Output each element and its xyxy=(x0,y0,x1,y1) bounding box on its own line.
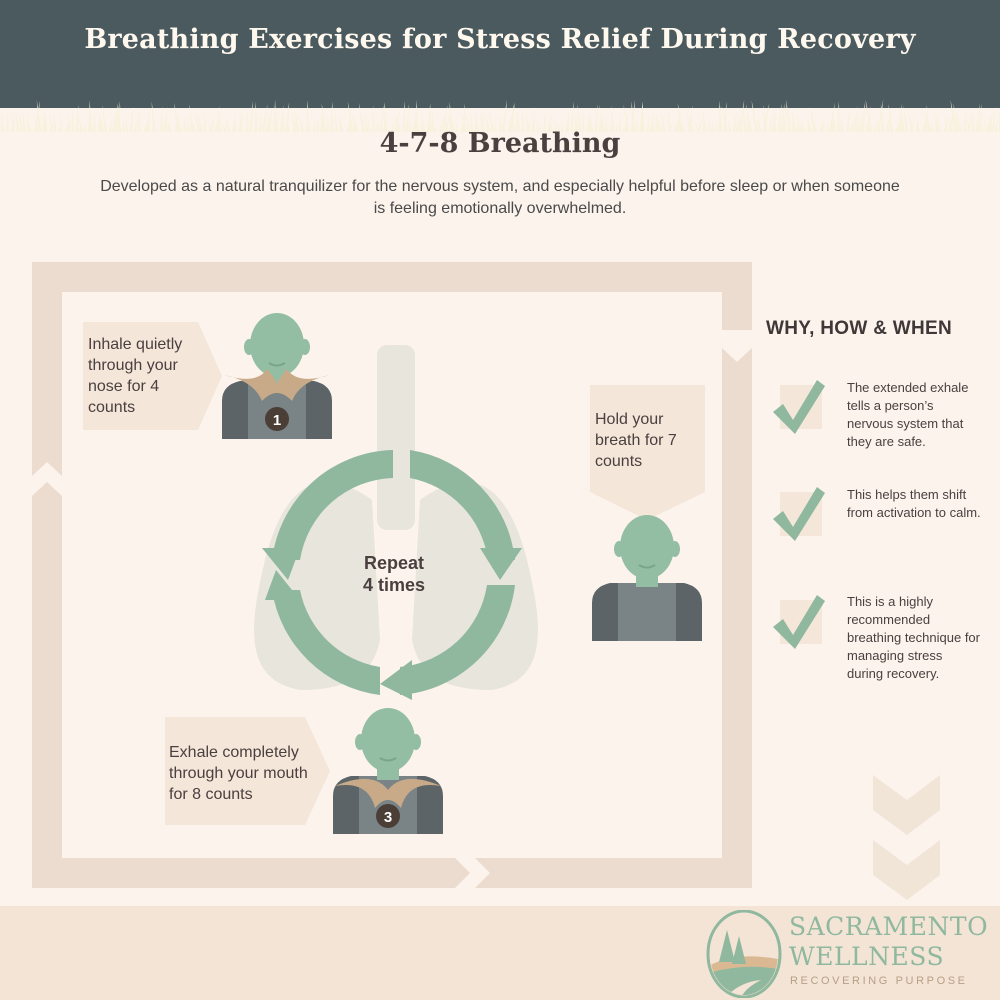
svg-text:1: 1 xyxy=(273,412,281,429)
chevron-down-icon xyxy=(873,775,940,900)
logo-wordmark-line1: SACRAMENTO xyxy=(789,912,989,941)
svg-text:3: 3 xyxy=(384,809,392,826)
section-description: Developed as a natural tranquilizer for … xyxy=(100,178,900,217)
repeat-label: Repeat 4 times xyxy=(362,553,426,595)
cycle-arrows-icon xyxy=(262,450,522,700)
step-3-text: Exhale completely through your mouth for… xyxy=(169,744,308,803)
step-1-text: Inhale quietly through your nose for 4 c… xyxy=(88,336,183,416)
grass-decoration xyxy=(0,99,1000,132)
header-banner: Breathing Exercises for Stress Relief Du… xyxy=(0,0,1000,132)
person-icon: 1 xyxy=(222,313,332,439)
check-icon xyxy=(773,487,825,541)
logo-tagline: RECOVERING PURPOSE xyxy=(790,975,968,987)
frame-arrow-right xyxy=(722,330,752,362)
why-title: WHY, HOW & WHEN xyxy=(766,318,953,339)
person-icon: 3 xyxy=(333,708,443,834)
why-item: This is a highly recommended breathing t… xyxy=(847,594,980,681)
why-item: The extended exhale tells a person’s ner… xyxy=(847,380,969,449)
logo-wordmark-line2: WELLNESS xyxy=(789,942,945,971)
person-icon xyxy=(592,515,702,641)
frame-arrow-bottom xyxy=(455,858,490,888)
step-3-callout xyxy=(165,717,330,825)
check-icon xyxy=(773,595,825,649)
page-title: Breathing Exercises for Stress Relief Du… xyxy=(84,24,916,55)
step-2-callout xyxy=(590,385,705,520)
logo-emblem-icon xyxy=(706,910,782,998)
footer xyxy=(0,906,1000,1000)
section-title: 4-7-8 Breathing xyxy=(379,128,621,159)
why-item: This helps them shift from activation to… xyxy=(847,487,981,520)
step-1-callout xyxy=(83,322,222,430)
check-icon xyxy=(773,380,825,434)
step-2-text: Hold your breath for 7 counts xyxy=(595,411,677,470)
